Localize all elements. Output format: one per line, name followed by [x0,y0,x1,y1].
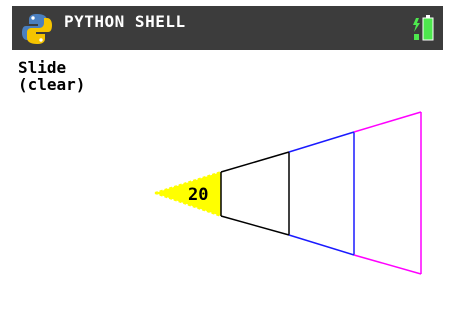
slide-drawing: 20 [154,111,422,275]
segment-bottom-1 [220,215,290,236]
triangle-label: 20 [188,185,208,205]
yellow-triangle [155,172,221,216]
segment-top-1 [220,151,290,173]
segment-bottom-3 [353,254,422,275]
battery-charging-icon [413,15,434,41]
python-logo-icon [22,14,52,44]
shell-line: Slide [18,58,67,77]
title-text: PYTHON SHELL [64,12,186,31]
triangle-edge-bottom [154,192,222,217]
shell-output-area: Slide (clear) 20 [12,50,443,325]
segment-top-3 [353,111,422,133]
triangle-edge-top [154,171,222,194]
shell-line: (clear) [18,75,86,94]
title-bar: PYTHON SHELL [12,6,443,50]
segment-bottom-2 [288,234,355,256]
segment-top-2 [288,131,355,153]
